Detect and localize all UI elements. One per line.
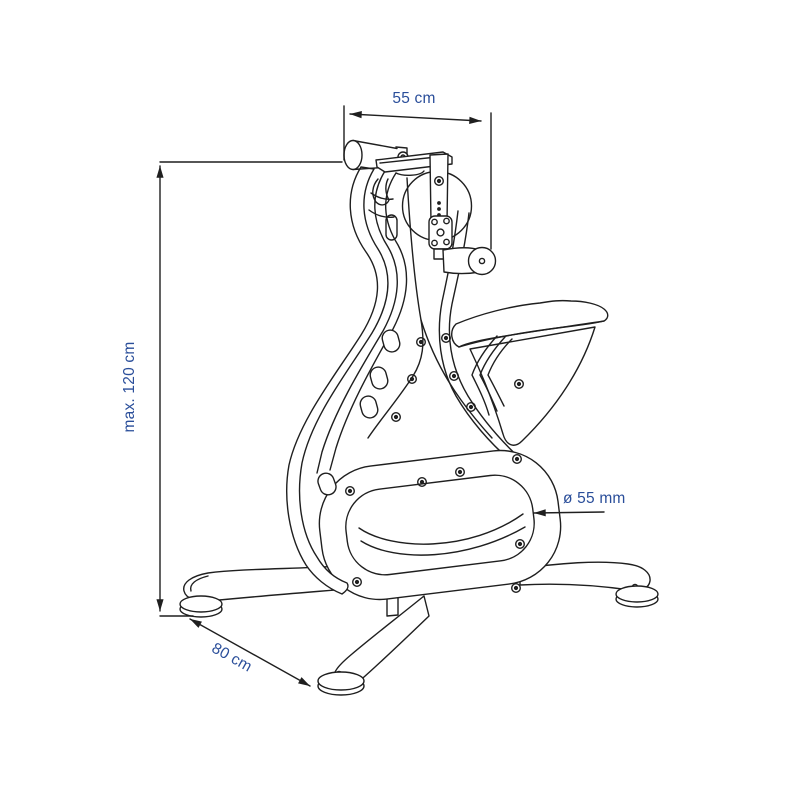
column-tab — [372, 178, 390, 206]
diameter-leader-line — [533, 509, 605, 517]
width-dimension: 55 cm — [343, 90, 492, 250]
base-drum — [318, 449, 562, 601]
leg-right — [519, 561, 651, 592]
pegs — [317, 329, 401, 496]
depth-dimension-label: 80 cm — [209, 640, 255, 676]
column-outer-band — [286, 166, 389, 595]
crank-assembly — [343, 139, 497, 276]
height-dimension: max. 120 cm — [121, 161, 343, 617]
foot-front — [317, 670, 365, 696]
diameter-label: ø 55 mm — [563, 490, 626, 507]
depth-dimension-line — [189, 618, 311, 687]
crank-arm — [429, 153, 449, 224]
dimensions: 55 cm max. 120 cm 80 cm ø 55 mm — [121, 90, 626, 687]
width-dimension-line — [349, 111, 482, 124]
feet — [179, 583, 659, 696]
height-dimension-label: max. 120 cm — [121, 342, 138, 433]
handle-right — [433, 246, 497, 276]
machine — [179, 139, 659, 696]
seat — [451, 299, 609, 446]
width-dimension-label: 55 cm — [392, 90, 435, 107]
foot-left — [179, 595, 223, 618]
diameter-callout: ø 55 mm — [533, 490, 626, 517]
column-slot — [385, 214, 398, 241]
screws — [345, 333, 526, 594]
crank-link-block — [428, 215, 453, 250]
depth-dimension: 80 cm — [189, 618, 311, 687]
foot-right — [615, 583, 659, 608]
